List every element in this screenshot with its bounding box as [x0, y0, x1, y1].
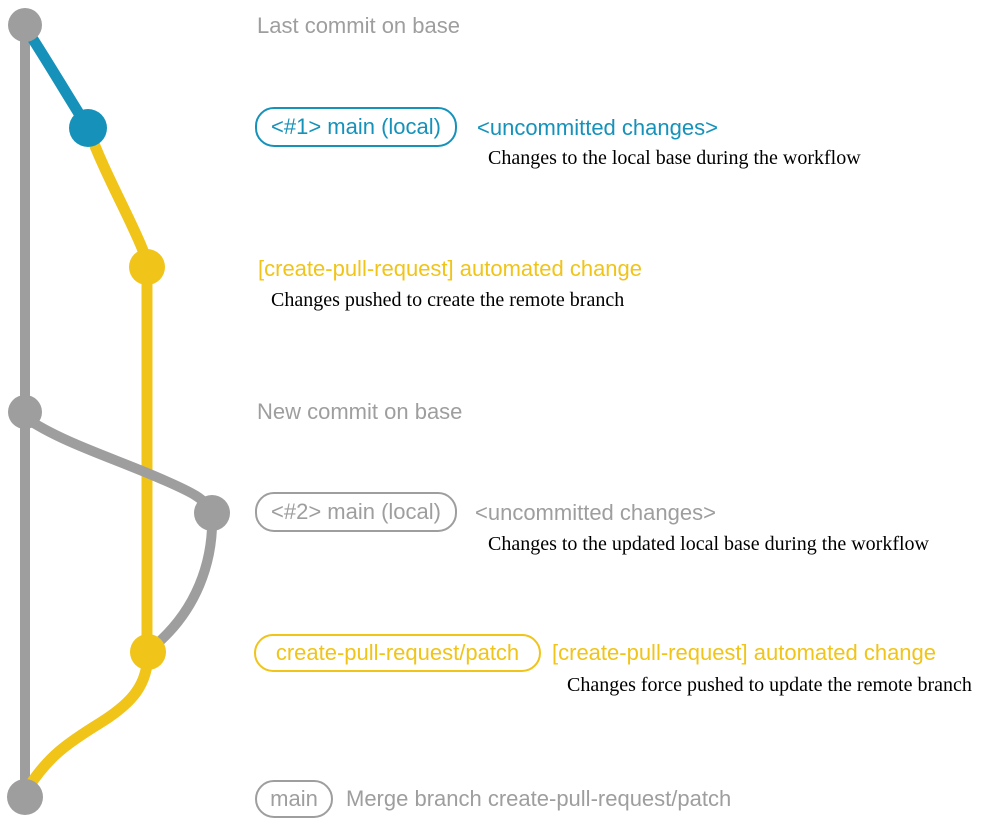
- commit-node-local-2: [194, 495, 230, 531]
- remote-branch-line-yellow: [82, 122, 153, 658]
- description-automated-2: Changes force pushed to update the remot…: [567, 674, 972, 696]
- branch-badge-patch: create-pull-request/patch: [254, 634, 541, 672]
- description-local-2: Changes to the updated local base during…: [488, 533, 929, 555]
- status-uncommitted-1: <uncommitted changes>: [477, 115, 718, 140]
- branch-badge-main: main: [255, 780, 333, 818]
- status-uncommitted-2: <uncommitted changes>: [475, 500, 716, 525]
- description-local-1: Changes to the local base during the wor…: [488, 147, 861, 169]
- commit-node-new-base: [8, 395, 42, 429]
- commit-node-automated-2: [130, 634, 166, 670]
- commit-node-merge: [7, 779, 43, 815]
- commit-node-automated-1: [129, 249, 165, 285]
- commit-node-local-1: [69, 109, 107, 147]
- caption-merge: Merge branch create-pull-request/patch: [346, 786, 732, 811]
- rebase-line-gray: [147, 508, 218, 653]
- description-automated-1: Changes pushed to create the remote bran…: [271, 289, 625, 311]
- branch-badge-main-local-1: <#1> main (local): [255, 107, 457, 147]
- title-automated-1: [create-pull-request] automated change: [258, 256, 643, 281]
- title-automated-2: [create-pull-request] automated change: [552, 640, 937, 665]
- caption-last-commit: Last commit on base: [257, 13, 460, 38]
- base-update-line-gray: [21, 413, 217, 518]
- branch-badge-main-local-2: <#2> main (local): [255, 492, 457, 532]
- merge-line-yellow: [22, 646, 154, 794]
- caption-new-commit: New commit on base: [257, 399, 463, 424]
- commit-node-last-base: [8, 8, 42, 42]
